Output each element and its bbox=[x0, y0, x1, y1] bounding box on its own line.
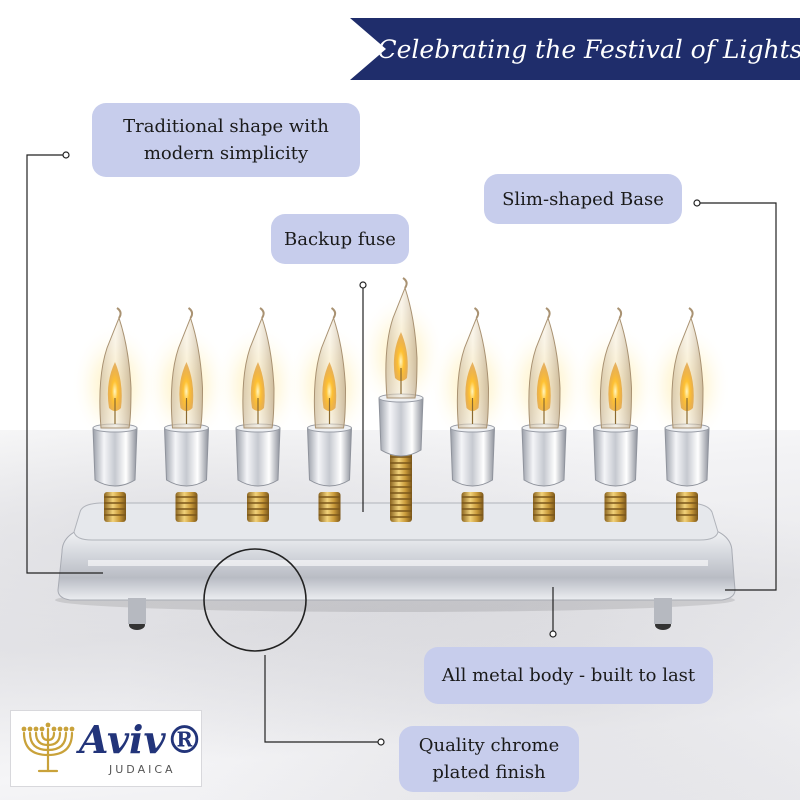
leader-base bbox=[697, 202, 777, 591]
candle bbox=[500, 307, 588, 522]
candle bbox=[142, 307, 231, 522]
callout-backup-fuse: Backup fuse bbox=[271, 214, 409, 264]
callout-metal-body: All metal body - built to last bbox=[424, 647, 713, 704]
callout-slim-base: Slim-shaped Base bbox=[484, 174, 682, 224]
candle-row bbox=[71, 277, 731, 522]
candle bbox=[214, 307, 302, 522]
candle bbox=[643, 307, 731, 522]
leader-chrome bbox=[264, 655, 381, 743]
menorah-base bbox=[55, 502, 736, 630]
leader-traditional bbox=[26, 154, 103, 574]
menorah-logo-icon bbox=[21, 722, 75, 773]
candle bbox=[285, 307, 374, 522]
banner-title: Celebrating the Festival of Lights bbox=[377, 34, 800, 64]
leader-lines bbox=[26, 151, 777, 746]
leader-dot-traditional bbox=[62, 151, 70, 159]
brand-name: Aviv® bbox=[79, 717, 204, 762]
callout-chrome-finish: Quality chrome plated finish bbox=[399, 726, 579, 792]
leader-dot-base bbox=[693, 199, 701, 207]
leader-dot-metal bbox=[549, 630, 557, 638]
candle bbox=[571, 307, 660, 522]
candle bbox=[428, 307, 517, 522]
brand-subtitle: JUDAICA bbox=[109, 763, 176, 776]
callout-traditional-shape: Traditional shape with modern simplicity bbox=[92, 103, 360, 177]
magnify-ring bbox=[203, 548, 307, 652]
brand-logo: Aviv® JUDAICA bbox=[10, 710, 204, 787]
title-banner: Celebrating the Festival of Lights bbox=[350, 18, 800, 80]
leader-dot-chrome bbox=[377, 738, 385, 746]
candle bbox=[71, 307, 159, 522]
leader-dot-fuse bbox=[359, 281, 367, 289]
shamash-candle bbox=[357, 277, 445, 522]
